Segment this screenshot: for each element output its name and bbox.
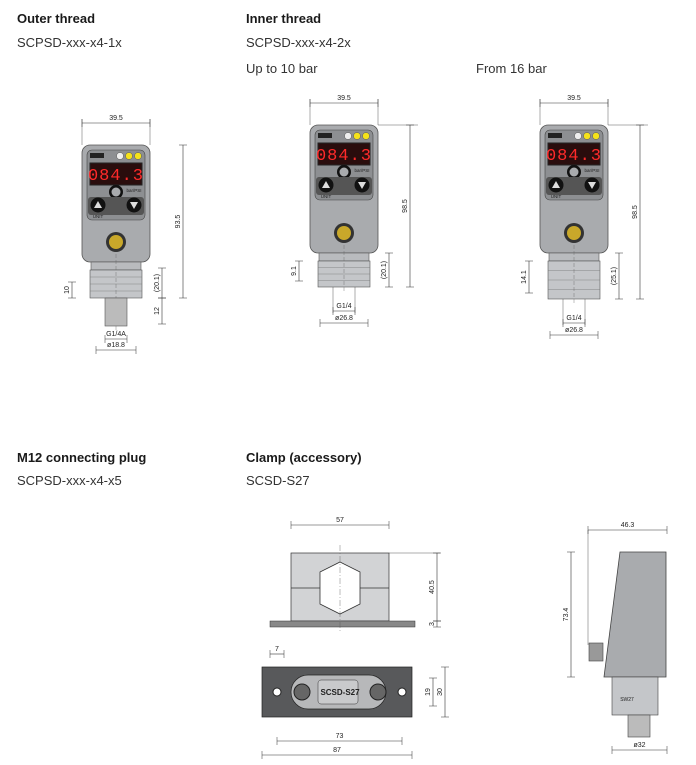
display-value: 084.3 — [88, 167, 144, 186]
clamp-height-dimension: 40.5 — [429, 580, 436, 594]
hex-height-dimension: 14.1 — [521, 270, 528, 284]
down-arrow-icon — [130, 202, 138, 209]
m12-plug-title: M12 connecting plug — [17, 450, 147, 465]
down-arrow-icon — [588, 182, 596, 189]
unit-button-label: UNIT — [551, 194, 562, 199]
unit-label: bar/PSI — [584, 168, 599, 173]
up-arrow-icon — [94, 201, 102, 208]
sw27-label: SW27 — [620, 697, 634, 703]
side-width-dimension: 46.3 — [621, 522, 635, 529]
up-arrow-icon — [322, 181, 330, 188]
slot-dimension: 19 — [425, 688, 432, 696]
switch-led-2 — [362, 132, 370, 140]
enter-button-ring — [111, 187, 121, 197]
hex-dimension: (20.1) — [154, 274, 161, 292]
thread-label: G1/4A — [106, 331, 126, 338]
inner-thread-code: SCPSD-xxx-x4-2x — [246, 35, 351, 50]
hex-height-dimension: 10 — [64, 286, 71, 294]
thread-stub — [104, 297, 128, 327]
m12-connector-pins — [109, 235, 123, 249]
clamp-label-plate — [317, 679, 359, 705]
width-dimension: 39.5 — [567, 95, 581, 102]
switch-led-2 — [592, 132, 600, 140]
brand-logo — [90, 153, 104, 158]
clamp-label: SCSD-S27 — [320, 688, 360, 697]
switch-led-1 — [353, 132, 361, 140]
switch-led-2 — [134, 152, 142, 160]
m12-plug-code: SCPSD-xxx-x4-x5 — [17, 473, 122, 488]
from-16-bar-label: From 16 bar — [476, 61, 547, 76]
hex-dimension: (25.1) — [611, 267, 618, 285]
status-led — [344, 132, 352, 140]
inner-thread-title: Inner thread — [246, 11, 322, 26]
side-height-dimension: 73.4 — [563, 608, 570, 622]
m12-connector-pins — [567, 226, 581, 240]
unit-button-label: UNIT — [93, 214, 104, 219]
thread-length-dimension: 12 — [154, 307, 161, 315]
clamp-width-dimension: 57 — [336, 517, 344, 524]
unit-label: bar/PSI — [354, 168, 369, 173]
down-arrow-icon — [358, 182, 366, 189]
plate-length-dimension: 87 — [333, 747, 341, 754]
side-diameter-dimension: ø32 — [633, 742, 645, 749]
status-led — [116, 152, 124, 160]
brand-logo — [318, 133, 332, 138]
outer-thread-code: SCPSD-xxx-x4-1x — [17, 35, 122, 50]
clamp-screw-right — [369, 683, 387, 701]
thread-label: G1/4 — [566, 315, 581, 322]
display-value: 084.3 — [546, 147, 602, 166]
enter-button-ring — [339, 167, 349, 177]
switch-led-1 — [583, 132, 591, 140]
sensor-side-body — [603, 551, 667, 678]
diameter-dimension: ø26.8 — [565, 327, 583, 334]
outer-thread-title: Outer thread — [17, 11, 96, 26]
mounting-hole-left — [272, 687, 282, 697]
width-dimension: 39.5 — [337, 95, 351, 102]
switch-led-1 — [125, 152, 133, 160]
clamp-base-plate — [269, 620, 416, 628]
hole-pitch-dimension: 73 — [336, 733, 344, 740]
hex-dimension: (20.1) — [381, 261, 388, 279]
diameter-dimension: ø26.8 — [335, 315, 353, 322]
side-thread — [627, 714, 651, 738]
side-hex-nut — [611, 676, 659, 716]
height-dimension: 93.5 — [175, 215, 182, 229]
height-dimension: 98.5 — [632, 205, 639, 219]
up-to-10-bar-label: Up to 10 bar — [246, 61, 318, 76]
thread-label: G1/4 — [336, 303, 351, 310]
width-dimension: 39.5 — [109, 115, 123, 122]
up-arrow-icon — [552, 181, 560, 188]
height-dimension: 98.5 — [402, 199, 409, 213]
mounting-hole-right — [397, 687, 407, 697]
display-value: 084.3 — [316, 147, 372, 166]
diameter-dimension: ø18.8 — [107, 342, 125, 349]
clamp-screw-left — [293, 683, 311, 701]
hex-height-dimension: 9.1 — [291, 266, 298, 276]
unit-label: bar/PSI — [126, 188, 141, 193]
clamp-title: Clamp (accessory) — [246, 450, 362, 465]
status-led — [574, 132, 582, 140]
clamp-code: SCSD-S27 — [246, 473, 310, 488]
plate-depth-dimension: 30 — [437, 688, 444, 696]
clamp-thickness-dimension: 3 — [429, 622, 436, 626]
unit-button-label: UNIT — [321, 194, 332, 199]
brand-logo — [548, 133, 562, 138]
hole-dimension: 7 — [275, 646, 279, 653]
side-connector — [588, 642, 604, 662]
enter-button-ring — [569, 167, 579, 177]
m12-connector-pins — [337, 226, 351, 240]
